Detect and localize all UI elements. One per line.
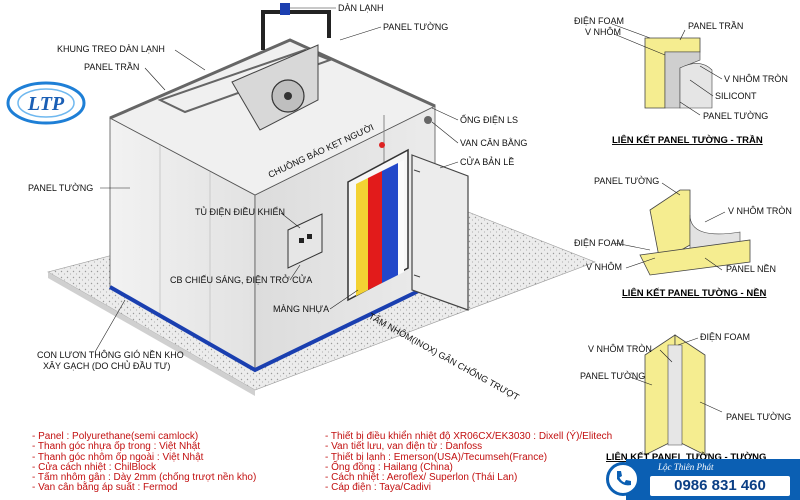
label-con-luon-2: XÂY GẠCH (DO CHỦ ĐẦU TƯ) xyxy=(43,360,170,371)
pipe xyxy=(261,10,331,14)
strip-blue xyxy=(382,163,398,283)
detail1-label-6: PANEL TƯỜNG xyxy=(703,111,768,121)
base-channel xyxy=(109,281,436,373)
phone-icon xyxy=(606,462,640,496)
detail1-label-5: SILICONT xyxy=(715,91,757,101)
spec-line: - Thanh góc nhựa ốp trong : Việt Nhật xyxy=(32,441,201,453)
spec-line: - Cáp điện : Taya/Cadivi xyxy=(325,482,431,494)
pipe xyxy=(327,10,331,38)
logo-text: LTP xyxy=(27,93,65,115)
label-panel-tran: PANEL TRẦN xyxy=(84,62,139,72)
door-leaf xyxy=(411,154,469,311)
label-tam-nhom: TẤM NHÔM(INOX) GÂN CHỐNG TRƯỢT xyxy=(367,310,522,402)
phone-number[interactable]: 0986 831 460 xyxy=(650,476,790,496)
contact-footer: Lộc Thiên Phát 0986 831 460 xyxy=(600,459,800,500)
label-tu-dien: TỦ ĐIỆN ĐIỀU KHIỂN xyxy=(195,206,285,217)
label-cua-ban-le: CỬA BẢN LỀ xyxy=(460,156,514,167)
strip-yellow xyxy=(356,178,368,296)
spec-line: - Ống đồng : Hailang (China) xyxy=(325,461,453,473)
label-ong-dien: ỐNG ĐIỆN LS xyxy=(460,114,518,125)
label-cb-chieu-sang: CB CHIẾU SÁNG, ĐIỆN TRỞ CỬA xyxy=(170,274,312,285)
label-panel-tuong-top: PANEL TƯỜNG xyxy=(383,22,448,32)
roof-edge xyxy=(109,38,436,120)
spec-line: - Panel : Polyurethane(semi camlock) xyxy=(32,431,199,442)
spec-line: - Tấm nhôm gân : Dày 2mm (chống trượt nề… xyxy=(32,472,257,484)
detail3-label-1: ĐIỆN FOAM xyxy=(700,332,750,342)
detail1-label-2: V NHÔM xyxy=(585,27,621,37)
detail-wall-ceiling: ĐIỆN FOAM V NHÔM PANEL TRẦN V NHÔM TRÒN … xyxy=(574,16,788,146)
detail-wall-floor: PANEL TƯỜNG V NHÔM TRÒN ĐIỆN FOAM V NHÔM… xyxy=(574,176,792,299)
detail1-label-4: V NHÔM TRÒN xyxy=(724,74,788,84)
detail3-label-2: V NHÔM TRÒN xyxy=(588,344,652,354)
label-mang-nhua: MÀNG NHỰA xyxy=(273,304,329,314)
spec-line: - Van tiết lưu, van điện từ : Danfoss xyxy=(325,441,483,453)
detail2-label-2: V NHÔM TRÒN xyxy=(728,206,792,216)
label-van-can-bang: VAN CÂN BẰNG xyxy=(460,138,527,148)
evaporator-fan-hub xyxy=(284,92,292,100)
detail2-label-5: PANEL NỀN xyxy=(726,264,776,274)
floor-slab-front xyxy=(48,272,255,396)
control-panel-box xyxy=(287,213,323,269)
company-name: Lộc Thiên Phát xyxy=(658,462,714,472)
pipe-valve xyxy=(280,3,290,15)
spec-line: - Thiết bị điều khiển nhiệt độ XR06CX/EK… xyxy=(325,431,613,442)
detail1-label-1: ĐIỆN FOAM xyxy=(574,16,624,26)
detail2-label-1: PANEL TƯỜNG xyxy=(594,176,659,186)
label-dan-lanh: DÀN LẠNH xyxy=(338,3,384,13)
door-hinge xyxy=(413,169,421,173)
pipe xyxy=(261,10,265,50)
strip-red xyxy=(368,171,382,290)
balance-valve xyxy=(424,116,432,124)
control-panel-button xyxy=(299,238,304,243)
spec-line: - Thiết bị lạnh : Emerson(USA)/Tecumseh(… xyxy=(325,451,548,463)
detail3-label-3: PANEL TƯỜNG xyxy=(580,371,645,381)
detail3-label-4: PANEL TƯỜNG xyxy=(726,412,791,422)
door-hinge xyxy=(413,274,421,278)
label-khung-treo: KHUNG TREO DÀN LẠNH xyxy=(57,44,165,54)
detail2-label-3: ĐIỆN FOAM xyxy=(574,238,624,248)
detail2-title: LIÊN KẾT PANEL TƯỜNG - NỀN xyxy=(622,287,767,299)
spec-line: - Thanh góc nhôm ốp ngoài : Việt Nhật xyxy=(32,451,204,463)
detail2-label-4: V NHÔM xyxy=(586,262,622,272)
strip-white xyxy=(398,160,404,275)
spec-line: - Cách nhiệt : Aeroflex/ Superlon (Thái … xyxy=(325,472,518,484)
door-alarm xyxy=(379,142,385,148)
specs-right: - Thiết bị điều khiển nhiệt độ XR06CX/EK… xyxy=(325,431,613,494)
control-panel-button xyxy=(307,234,312,239)
spec-line: - Van cân bằng áp suất : Fermod xyxy=(32,482,178,494)
spec-line: - Cửa cách nhiệt : ChilBlock xyxy=(32,461,156,473)
ltp-logo: LTP xyxy=(6,81,86,125)
hanger-frame xyxy=(157,48,333,114)
label-con-luon-1: CON LƯƠN THÔNG GIÓ NỀN KHO xyxy=(37,350,184,360)
specs-left: - Panel : Polyurethane(semi camlock) - T… xyxy=(32,431,257,494)
detail1-label-3: PANEL TRẦN xyxy=(688,21,743,31)
leader-lines xyxy=(94,7,459,353)
label-panel-tuong-left: PANEL TƯỜNG xyxy=(28,183,93,193)
detail1-title: LIÊN KẾT PANEL TƯỜNG - TRẦN xyxy=(612,134,763,146)
